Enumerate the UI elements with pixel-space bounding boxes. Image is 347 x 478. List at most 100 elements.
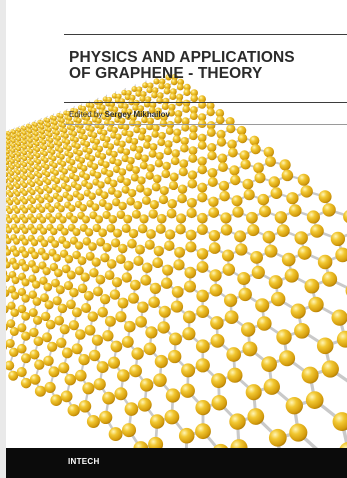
- carbon-atom: [183, 88, 191, 97]
- carbon-atom: [45, 118, 51, 123]
- carbon-atom: [153, 112, 162, 121]
- carbon-atom: [34, 359, 45, 370]
- carbon-atom: [6, 261, 11, 269]
- carbon-atom: [28, 143, 34, 149]
- carbon-atom: [197, 182, 208, 193]
- carbon-atom: [158, 131, 166, 140]
- carbon-atom: [207, 177, 218, 187]
- carbon-atom: [159, 119, 168, 128]
- carbon-atom: [114, 159, 122, 167]
- carbon-atom: [43, 282, 53, 292]
- carbon-atom: [68, 320, 79, 331]
- carbon-atom: [102, 242, 112, 252]
- carbon-atom: [62, 127, 68, 134]
- carbon-atom: [161, 103, 169, 110]
- carbon-atom: [100, 104, 106, 111]
- carbon-atom: [206, 101, 215, 110]
- carbon-atom: [186, 207, 197, 219]
- carbon-atom: [82, 215, 90, 224]
- carbon-atom: [47, 196, 54, 203]
- carbon-atom: [174, 110, 183, 118]
- carbon-atom: [279, 159, 291, 171]
- carbon-atom: [31, 265, 40, 274]
- carbon-atom: [164, 409, 180, 425]
- carbon-atom: [126, 130, 134, 138]
- carbon-atom: [66, 194, 74, 202]
- carbon-atom: [6, 248, 12, 256]
- carbon-atom: [157, 138, 166, 147]
- carbon-atom: [115, 111, 122, 119]
- carbon-atom: [75, 329, 86, 340]
- carbon-atom: [48, 216, 57, 224]
- carbon-atom: [34, 385, 46, 397]
- carbon-atom: [44, 171, 51, 178]
- carbon-atom: [151, 130, 159, 138]
- carbon-atom: [198, 113, 207, 122]
- carbon-atom: [137, 301, 149, 313]
- carbon-atom: [31, 251, 39, 260]
- carbon-atom: [7, 199, 14, 206]
- carbon-atom: [40, 134, 46, 140]
- carbon-atom: [54, 268, 63, 278]
- carbon-atom: [60, 227, 69, 236]
- carbon-atom: [82, 110, 89, 116]
- carbon-atom: [238, 287, 252, 302]
- carbon-atom: [239, 150, 250, 161]
- carbon-atom: [6, 193, 7, 198]
- carbon-atom: [77, 193, 85, 201]
- title-bottom-rule: [64, 102, 347, 103]
- carbon-atom: [124, 320, 136, 333]
- carbon-atom: [182, 310, 196, 324]
- carbon-atom: [14, 199, 21, 206]
- carbon-atom: [290, 303, 306, 319]
- carbon-atom: [102, 109, 109, 116]
- carbon-atom: [41, 252, 50, 261]
- carbon-atom: [54, 130, 60, 136]
- carbon-atom: [114, 387, 128, 401]
- carbon-atom: [8, 184, 14, 190]
- carbon-atom: [102, 391, 115, 405]
- carbon-atom: [207, 143, 217, 153]
- carbon-atom: [54, 315, 65, 326]
- carbon-atom: [104, 176, 112, 185]
- carbon-atom: [131, 209, 141, 219]
- carbon-atom: [182, 99, 191, 108]
- carbon-atom: [111, 93, 118, 99]
- carbon-atom: [242, 341, 258, 357]
- carbon-atom: [113, 190, 122, 199]
- carbon-atom: [160, 113, 168, 122]
- carbon-atom: [254, 172, 266, 184]
- carbon-atom: [139, 378, 154, 392]
- carbon-atom: [37, 180, 44, 187]
- carbon-atom: [104, 202, 113, 211]
- carbon-atom: [188, 146, 198, 155]
- carbon-atom: [11, 291, 20, 300]
- carbon-atom: [127, 156, 135, 165]
- carbon-atom: [97, 306, 108, 318]
- carbon-atom: [10, 159, 15, 164]
- carbon-atom: [93, 112, 100, 119]
- carbon-atom: [149, 414, 165, 429]
- carbon-atom: [15, 157, 21, 163]
- carbon-atom: [46, 127, 52, 133]
- carbon-atom: [91, 132, 98, 139]
- carbon-atom: [111, 111, 118, 118]
- carbon-atom: [15, 163, 21, 169]
- carbon-atom: [167, 198, 177, 209]
- carbon-atom: [28, 274, 37, 283]
- carbon-atom: [106, 96, 113, 103]
- carbon-atom: [301, 366, 319, 384]
- carbon-atom: [308, 296, 324, 313]
- carbon-atom: [59, 324, 70, 335]
- carbon-atom: [159, 186, 169, 196]
- carbon-atom: [173, 259, 185, 271]
- carbon-atom: [271, 291, 286, 307]
- carbon-atom: [154, 354, 168, 369]
- carbon-atom: [40, 239, 49, 248]
- carbon-atom: [39, 120, 44, 125]
- carbon-atom: [16, 137, 22, 142]
- carbon-atom: [6, 160, 10, 166]
- carbon-atom: [6, 217, 13, 224]
- carbon-atom: [208, 207, 220, 218]
- carbon-atom: [64, 139, 71, 145]
